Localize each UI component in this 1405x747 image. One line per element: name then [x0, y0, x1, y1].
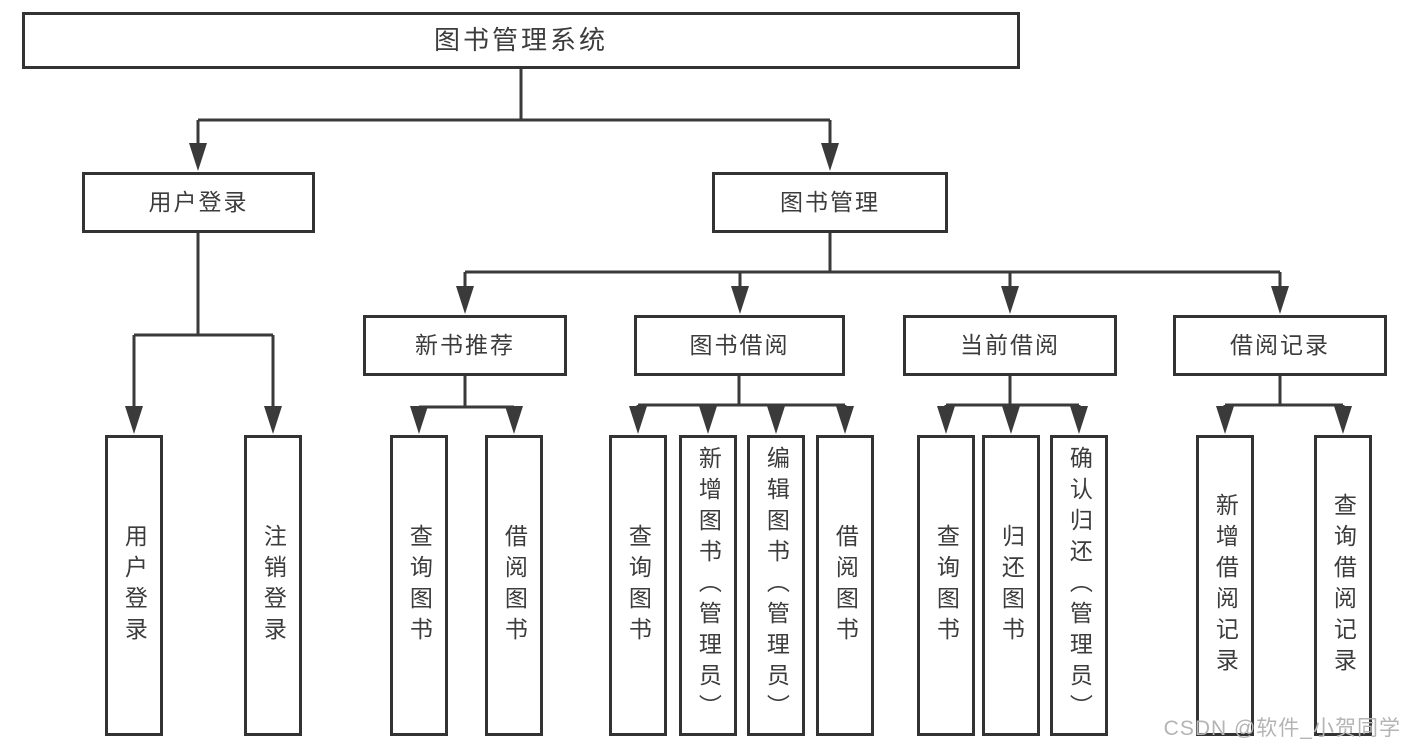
leaf-add-books-admin: 新增图书（管理员）	[679, 435, 737, 736]
node-new-book-recommend: 新书推荐	[363, 315, 567, 376]
node-current-borrow: 当前借阅	[903, 315, 1117, 376]
leaf-query-books-1: 查询图书	[390, 435, 448, 736]
node-book-borrow: 图书借阅	[634, 315, 845, 376]
node-user-login-branch: 用户登录	[82, 172, 315, 233]
leaf-logout: 注销登录	[244, 435, 302, 736]
node-borrow-records: 借阅记录	[1173, 315, 1387, 376]
leaf-return-books: 归还图书	[982, 435, 1040, 736]
node-root-system: 图书管理系统	[22, 12, 1020, 69]
csdn-watermark: CSDN @软件_小贺同学	[1163, 717, 1401, 740]
leaf-add-borrow-record: 新增借阅记录	[1196, 435, 1254, 736]
leaf-confirm-return-admin: 确认归还（管理员）	[1050, 435, 1108, 736]
leaf-query-borrow-record: 查询借阅记录	[1314, 435, 1372, 736]
node-book-management-branch: 图书管理	[712, 172, 948, 233]
leaf-borrow-books-1: 借阅图书	[485, 435, 543, 736]
leaf-query-books-2: 查询图书	[609, 435, 667, 736]
leaf-edit-books-admin: 编辑图书（管理员）	[747, 435, 805, 736]
leaf-query-books-3: 查询图书	[917, 435, 975, 736]
leaf-borrow-books-2: 借阅图书	[816, 435, 874, 736]
arrowheads	[125, 143, 1352, 434]
leaf-user-login: 用户登录	[105, 435, 163, 736]
connector-paths	[132, 69, 1345, 412]
